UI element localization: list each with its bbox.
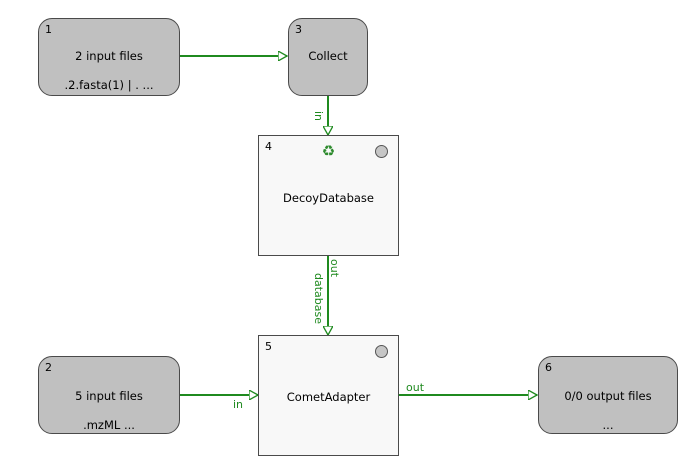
- edge-in-label-3-4: in: [312, 111, 325, 122]
- node-number: 5: [265, 340, 272, 353]
- input-node-2[interactable]: 2 5 input files .mzML ...: [38, 356, 180, 434]
- node-title: 0/0 output files: [564, 389, 652, 403]
- node-title: 5 input files: [75, 389, 143, 403]
- edge-out-label-5-6: out: [406, 381, 425, 394]
- edge-in-label-2-5: in: [233, 398, 244, 411]
- node-subtitle: ...: [602, 418, 614, 432]
- tool-node-5[interactable]: 5 CometAdapter: [258, 335, 399, 456]
- node-number: 3: [295, 23, 302, 36]
- output-node-6[interactable]: 6 0/0 output files ...: [538, 356, 678, 434]
- tool-node-4[interactable]: 4 ♻ DecoyDatabase: [258, 135, 399, 256]
- node-subtitle: .mzML ...: [83, 418, 135, 432]
- node-title: CometAdapter: [286, 390, 371, 404]
- node-subtitle: .2.fasta(1) | . ...: [64, 78, 154, 92]
- node-number: 6: [545, 361, 552, 374]
- status-indicator: [375, 345, 388, 358]
- edge-out-label-4-5: out: [328, 259, 341, 278]
- node-title: 2 input files: [75, 49, 143, 63]
- status-indicator: [375, 145, 388, 158]
- node-title: DecoyDatabase: [283, 191, 374, 205]
- node-number: 2: [45, 361, 52, 374]
- node-number: 1: [45, 23, 52, 36]
- recycle-icon: ♻: [321, 142, 336, 160]
- node-number: 4: [265, 140, 272, 153]
- merger-node-3[interactable]: 3 Collect: [288, 18, 368, 96]
- edge-in-label-4-5: database: [312, 273, 325, 324]
- input-node-1[interactable]: 1 2 input files .2.fasta(1) | . ...: [38, 18, 180, 96]
- node-title: Collect: [308, 49, 348, 63]
